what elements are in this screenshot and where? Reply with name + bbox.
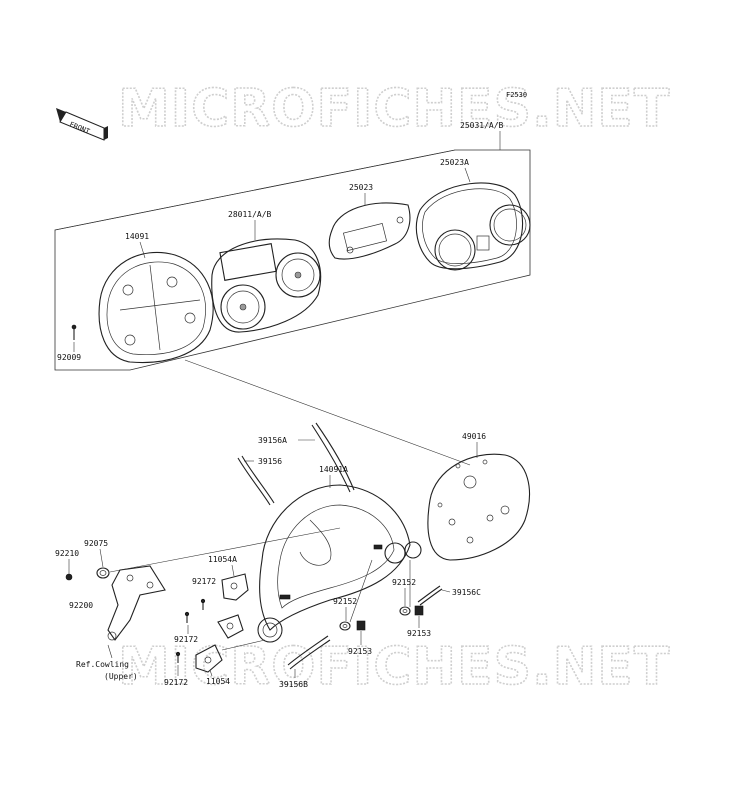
figure-code: F2530: [506, 91, 527, 99]
bracket-11054A: [221, 573, 249, 601]
label-25031: 25031/A/B: [460, 121, 504, 130]
nut-92153-b: [414, 605, 424, 616]
housing-14091A: [257, 484, 422, 643]
label-39156C: 39156C: [452, 588, 481, 597]
washer-92152-a: [339, 621, 351, 631]
label-25023: 25023: [349, 183, 373, 192]
meter-unit-28011: [211, 238, 322, 333]
ref-cowling-line2: (Upper): [104, 672, 138, 681]
strip-39156: [237, 455, 275, 506]
label-92172-b: 92172: [174, 635, 198, 644]
watermark-bottom: MICROFICHES.NET: [118, 637, 670, 697]
label-39156B: 39156B: [279, 680, 308, 689]
label-11054: 11054: [206, 677, 230, 686]
label-14091A: 14091A: [319, 465, 348, 474]
screw-92009: [71, 324, 77, 340]
label-92075: 92075: [84, 539, 108, 548]
bracket-92200: [107, 565, 166, 641]
label-39156: 39156: [258, 457, 282, 466]
label-92210: 92210: [55, 549, 79, 558]
nut-92153-a: [356, 620, 366, 631]
screw-92172-c: [175, 651, 181, 663]
meter-panel-25023: [328, 202, 411, 260]
label-49016: 49016: [462, 432, 486, 441]
label-14091: 14091: [125, 232, 149, 241]
screw-92172-b: [184, 611, 190, 623]
washer-92152-b: [399, 606, 411, 616]
label-92172-c: 92172: [164, 678, 188, 687]
nut-92210: [65, 573, 73, 581]
front-arrow-icon: FRONT: [56, 108, 108, 141]
gasket-49016: [427, 453, 530, 561]
label-39156A: 39156A: [258, 436, 287, 445]
grommet-92075: [96, 567, 110, 579]
screw-92172-a: [200, 598, 206, 610]
strip-39156B: [287, 635, 331, 670]
watermark-top: MICROFICHES.NET: [118, 79, 670, 139]
rear-housing-14091: [98, 251, 214, 364]
strip-39156A: [311, 422, 355, 493]
label-25023A: 25023A: [440, 158, 469, 167]
label-92153-a: 92153: [348, 647, 372, 656]
label-11054A: 11054A: [208, 555, 237, 564]
label-92153-b: 92153: [407, 629, 431, 638]
label-92200: 92200: [69, 601, 93, 610]
bracket-11054: [195, 614, 266, 673]
ref-cowling-line1: Ref.Cowling: [76, 660, 129, 669]
label-92009: 92009: [57, 353, 81, 362]
label-28011: 28011/A/B: [228, 210, 272, 219]
label-92172-a: 92172: [192, 577, 216, 586]
label-92152-b: 92152: [392, 578, 416, 587]
strip-39156C: [417, 585, 443, 606]
label-92152-a: 92152: [333, 597, 357, 606]
meter-cover-25031: [415, 182, 531, 271]
